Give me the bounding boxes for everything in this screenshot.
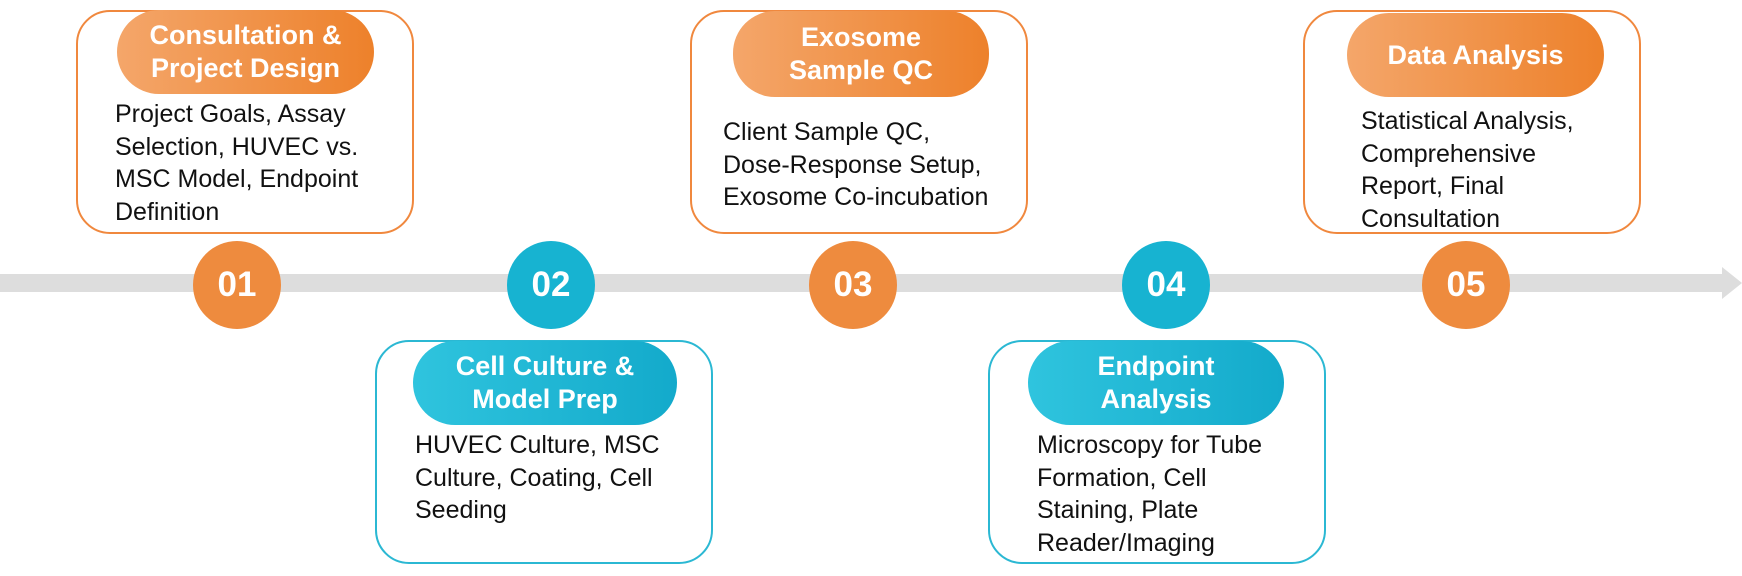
step-5-title: Data Analysis xyxy=(1387,39,1564,70)
step-1-title-pill: Consultation & Project Design xyxy=(117,10,374,94)
step-4-description: Microscopy for Tube Formation, Cell Stai… xyxy=(1037,431,1263,557)
step-3-number-circle: 03 xyxy=(809,241,897,329)
step-5-number: 05 xyxy=(1446,265,1486,304)
step-3-title-pill: Exosome Sample QC xyxy=(733,11,989,97)
step-2-title-pill: Cell Culture & Model Prep xyxy=(413,341,677,425)
step-4-number: 04 xyxy=(1146,265,1186,304)
step-3-description: Client Sample QC, Dose-Response Setup, E… xyxy=(723,118,989,211)
step-1-description: Project Goals, Assay Selection, HUVEC vs… xyxy=(115,100,359,226)
step-5-description: Statistical Analysis, Comprehensive Repo… xyxy=(1361,107,1574,233)
step-2-number: 02 xyxy=(531,265,571,304)
step-1-title: Consultation & Project Design xyxy=(149,20,342,83)
timeline-arrowhead xyxy=(1722,267,1742,299)
step-1-number: 01 xyxy=(217,265,257,304)
step-4-number-circle: 04 xyxy=(1122,241,1210,329)
step-4-title: Endpoint Analysis xyxy=(1097,351,1215,414)
step-5-title-pill: Data Analysis xyxy=(1347,13,1604,97)
step-3-title: Exosome Sample QC xyxy=(788,22,934,85)
step-4-title-pill: Endpoint Analysis xyxy=(1028,341,1284,425)
step-3-number: 03 xyxy=(833,265,873,304)
step-2-number-circle: 02 xyxy=(507,241,595,329)
step-5-number-circle: 05 xyxy=(1422,241,1510,329)
step-2-description: HUVEC Culture, MSC Culture, Coating, Cel… xyxy=(415,431,660,524)
step-1-number-circle: 01 xyxy=(193,241,281,329)
step-2-title: Cell Culture & Model Prep xyxy=(455,351,635,414)
